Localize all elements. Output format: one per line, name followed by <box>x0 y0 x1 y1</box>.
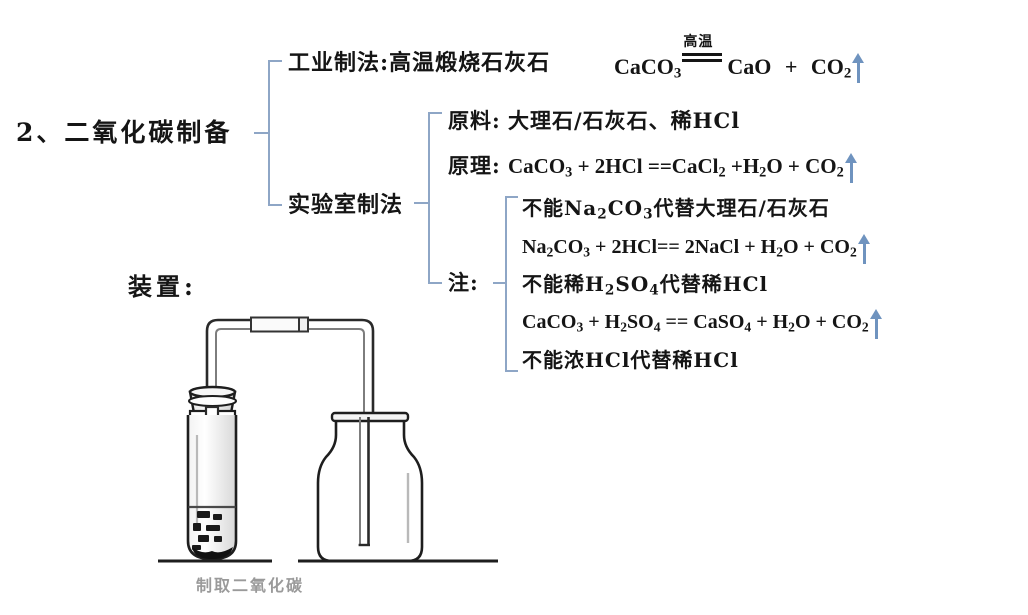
note-sub: 2 <box>620 319 627 335</box>
note-prefix: 注: <box>448 270 479 295</box>
rubber-connector-joint <box>298 316 309 333</box>
note-seg: + H <box>583 311 621 333</box>
co2-preparation-apparatus-diagram <box>158 316 498 563</box>
note-seg: SO <box>627 311 654 333</box>
note-line-1: 不能Na2CO3代替大理石/石灰石 <box>522 198 830 222</box>
reaction-condition-equals: 高温 <box>681 35 727 74</box>
condition-label: 高温 <box>683 34 714 50</box>
note-sub: 2 <box>776 244 783 260</box>
test-tube <box>186 415 238 561</box>
note-sub: 4 <box>649 282 660 299</box>
note-sub: 2 <box>604 282 616 299</box>
bracket-spine <box>268 60 270 206</box>
note-sub: 3 <box>643 206 654 223</box>
bracket-arm-top <box>505 196 518 198</box>
note-seg: CO <box>553 236 584 258</box>
bracket-arm-bottom <box>428 282 442 284</box>
industrial-reactant: CaCO <box>614 54 674 79</box>
note-sub: 3 <box>583 244 591 260</box>
apparatus-label: 装置: <box>128 272 197 301</box>
materials-value: 大理石/石灰石、稀HCl <box>508 108 741 133</box>
solid-residue <box>192 547 233 559</box>
bracket-arm-bottom <box>268 204 282 206</box>
eq-sub: 2 <box>836 164 844 181</box>
note-seg: SO <box>615 272 650 296</box>
eq-sub: 2 <box>759 164 767 181</box>
delivery-tube <box>205 316 375 485</box>
note-seg: O + CO <box>794 311 862 333</box>
bracket-stem <box>414 202 429 204</box>
note-seg: 代替大理石/石灰石 <box>653 196 830 220</box>
equals-bar-upper <box>682 53 723 56</box>
marble-chips <box>192 511 222 550</box>
bracket-spine <box>428 112 430 284</box>
note-sub: 2 <box>849 244 857 260</box>
gas-evolution-arrow-icon <box>844 153 858 183</box>
note-seg: Na <box>522 236 547 258</box>
bracket-stem <box>493 282 506 284</box>
eq-seg: + 2HCl ==CaCl <box>572 153 719 178</box>
industrial-reactant-sub: 3 <box>673 65 682 82</box>
eq-seg: O + CO <box>766 153 837 178</box>
industrial-equation: CaCO3 高温 CaO + CO2 <box>614 35 865 84</box>
note-line-4: CaCO3 + H2SO4 == CaSO4 + H2O + CO2 <box>522 309 883 339</box>
note-seg: 不能Na <box>522 196 598 220</box>
note-line-2: Na2CO3 + 2HCl== 2NaCl + H2O + CO2 <box>522 234 871 264</box>
principle-prefix: 原理: <box>448 153 501 178</box>
note-seg: + 2HCl== 2NaCl + H <box>590 236 777 258</box>
gas-evolution-arrow-icon <box>852 53 865 84</box>
bracket-stem <box>254 132 269 134</box>
note-seg: 不能浓HCl代替稀HCl <box>522 348 739 372</box>
industrial-product-1: CaO <box>727 54 772 79</box>
note-sub: 4 <box>744 319 752 335</box>
note-sub: 2 <box>788 319 795 335</box>
gas-evolution-arrow-icon <box>857 234 871 264</box>
eq-seg: +H <box>725 153 760 178</box>
principle-equation: CaCO3 + 2HCl ==CaCl2 +H2O + CO2 <box>508 153 858 183</box>
gas-evolution-arrow-icon <box>869 309 883 339</box>
note-seg: CO <box>607 196 644 220</box>
note-sub: 2 <box>861 319 869 335</box>
eq-seg: CaCO <box>508 153 566 178</box>
apparatus-caption: 制取二氧化碳 <box>196 576 305 595</box>
note-sub: 2 <box>597 206 608 223</box>
bracket-level-2 <box>414 112 444 284</box>
eq-sub: 3 <box>565 164 573 181</box>
note-seg: 代替稀HCl <box>659 272 769 296</box>
industrial-plus: + <box>784 54 798 79</box>
note-seg: == CaSO <box>660 311 745 333</box>
note-seg: O + CO <box>783 236 850 258</box>
bracket-arm-top <box>268 60 282 62</box>
note-line-5: 不能浓HCl代替稀HCl <box>522 350 739 370</box>
note-sub: 2 <box>546 244 554 260</box>
bracket-arm-bottom <box>505 370 518 372</box>
industrial-product-2-sub: 2 <box>843 65 852 82</box>
lab-method-label: 实验室制法 <box>288 192 404 218</box>
note-sub: 3 <box>576 319 584 335</box>
bracket-spine <box>505 196 507 372</box>
bracket-level-3 <box>493 196 521 372</box>
equals-bar-lower <box>682 59 723 62</box>
bracket-level-1 <box>254 60 284 206</box>
bracket-arm-top <box>428 112 442 114</box>
note-line-3: 不能稀H2SO4代替稀HCl <box>522 274 768 298</box>
note-seg: 不能稀H <box>522 272 605 296</box>
bottle-rim <box>330 411 410 423</box>
rubber-connector-left <box>250 316 300 333</box>
industrial-method-label: 工业制法:高温煅烧石灰石 <box>288 50 551 76</box>
note-seg: + H <box>751 311 789 333</box>
page-title: 2、二氧化碳制备 <box>16 118 233 147</box>
materials-prefix: 原料: <box>448 108 501 133</box>
eq-sub: 2 <box>718 164 726 181</box>
gas-collecting-bottle <box>316 411 424 563</box>
note-seg: CaCO <box>522 311 577 333</box>
note-sub: 4 <box>653 319 661 335</box>
industrial-product-2: CO <box>810 54 844 79</box>
